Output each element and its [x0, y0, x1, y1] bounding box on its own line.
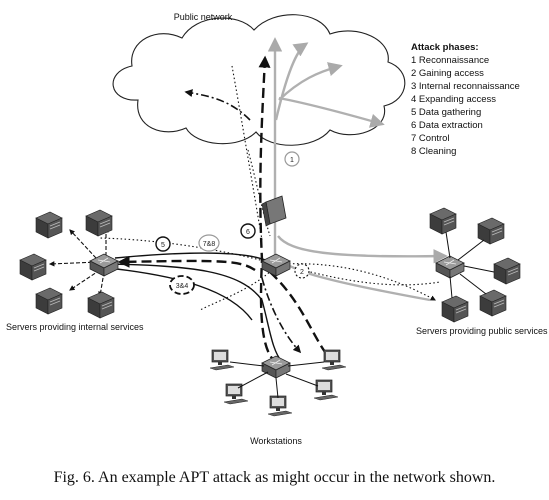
workstation	[209, 349, 235, 371]
public-server	[441, 295, 469, 323]
phase-item: 2 Gaining access	[411, 68, 484, 79]
svg-text:1: 1	[290, 157, 294, 164]
control-path	[184, 89, 302, 354]
phase-badge-1: 1	[284, 151, 300, 167]
figure-caption: Fig. 6. An example APT attack as might o…	[53, 469, 496, 486]
data-extraction-path	[117, 55, 326, 368]
phase-badge-6: 6	[240, 223, 256, 239]
workstations-cluster	[209, 349, 347, 417]
network-backbone	[107, 252, 283, 363]
workstation	[313, 379, 339, 401]
workstation	[321, 349, 347, 371]
svg-text:6: 6	[246, 229, 250, 236]
internal-router	[89, 253, 119, 277]
phase-item: 7 Control	[411, 133, 450, 144]
svg-text:7&8: 7&8	[203, 241, 216, 248]
phase-badge-7-8: 7&8	[198, 234, 220, 252]
public-network-label: Public network	[174, 12, 233, 22]
phase-item: 3 Internal reconnaissance	[411, 81, 520, 92]
phase-item: 5 Data gathering	[411, 107, 481, 118]
public-servers-label: Servers providing public services	[416, 326, 548, 336]
phase-badges: 1 2 3&4 5 6 7&8	[155, 151, 310, 295]
firewall	[261, 195, 287, 227]
public-server	[493, 257, 521, 285]
internal-server	[85, 209, 113, 237]
attack-phases-title: Attack phases:	[411, 42, 479, 53]
workstation	[223, 383, 249, 405]
central-router	[261, 253, 291, 277]
internal-server	[19, 253, 47, 281]
internal-server	[87, 291, 115, 319]
svg-text:3&4: 3&4	[176, 283, 189, 290]
internal-server	[35, 211, 63, 239]
svg-text:2: 2	[300, 269, 304, 276]
phase-badge-3-4: 3&4	[169, 275, 195, 295]
public-router	[435, 255, 465, 279]
svg-text:5: 5	[161, 242, 165, 249]
phase-badge-5: 5	[155, 236, 171, 252]
phase-badge-2: 2	[294, 263, 310, 279]
internal-server	[35, 287, 63, 315]
reconnaissance-path	[99, 65, 441, 311]
internal-servers-cluster	[19, 209, 119, 319]
public-server	[479, 289, 507, 317]
phase-item: 1 Reconnaissance	[411, 55, 489, 66]
workstations-label: Workstations	[250, 436, 302, 446]
phase-item: 4 Expanding access	[411, 94, 496, 105]
public-servers-cluster	[429, 207, 521, 323]
attack-phases-legend: Attack phases: 1 Reconnaissance 2 Gainin…	[411, 42, 520, 157]
phase-item: 6 Data extraction	[411, 120, 483, 131]
public-network-cloud	[112, 14, 406, 146]
public-server	[429, 207, 457, 235]
workstation-router	[261, 355, 291, 379]
internal-servers-label: Servers providing internal services	[6, 322, 144, 332]
phase-item: 8 Cleaning	[411, 146, 456, 157]
public-server	[477, 217, 505, 245]
workstation	[267, 395, 293, 417]
